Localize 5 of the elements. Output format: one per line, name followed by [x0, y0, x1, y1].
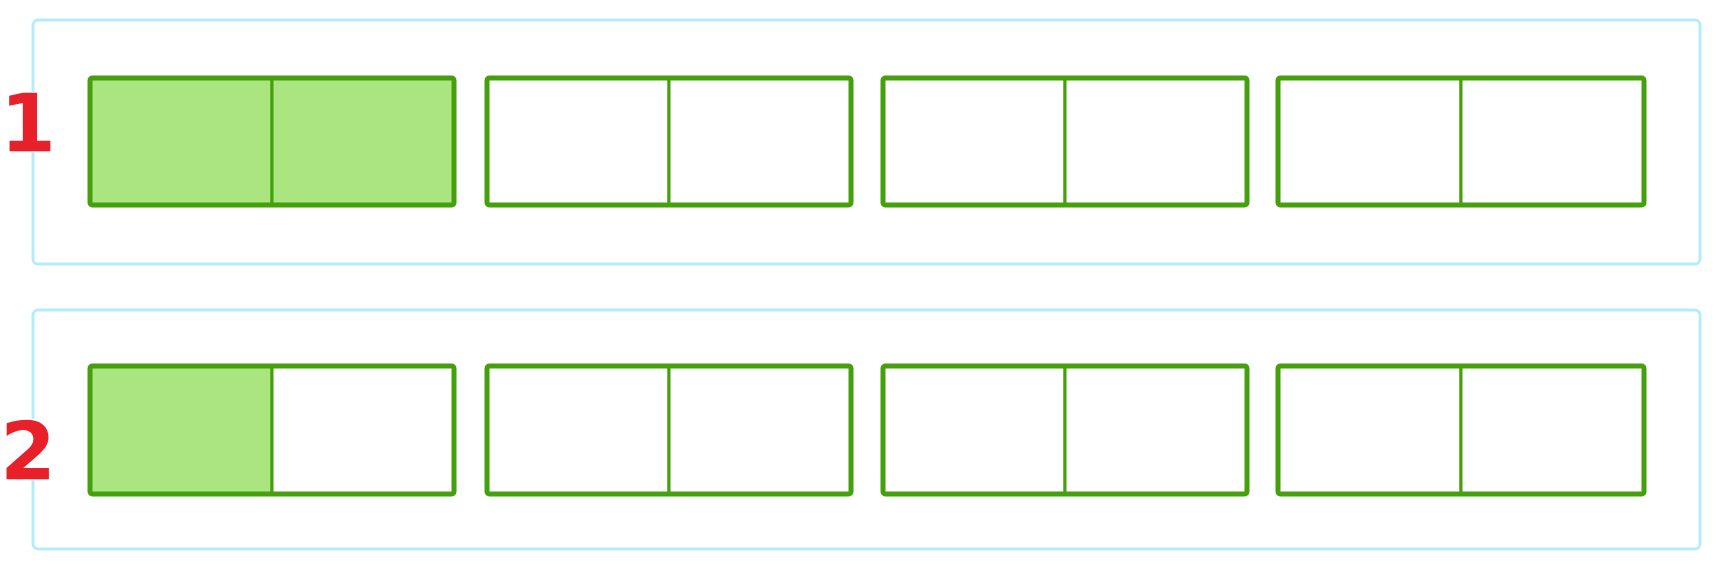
panel-number: 2: [0, 418, 57, 481]
shaded-cell: [89, 77, 274, 206]
shaded-cell: [89, 365, 274, 495]
shaded-cell: [270, 77, 455, 206]
panel-number: 1: [0, 91, 57, 153]
